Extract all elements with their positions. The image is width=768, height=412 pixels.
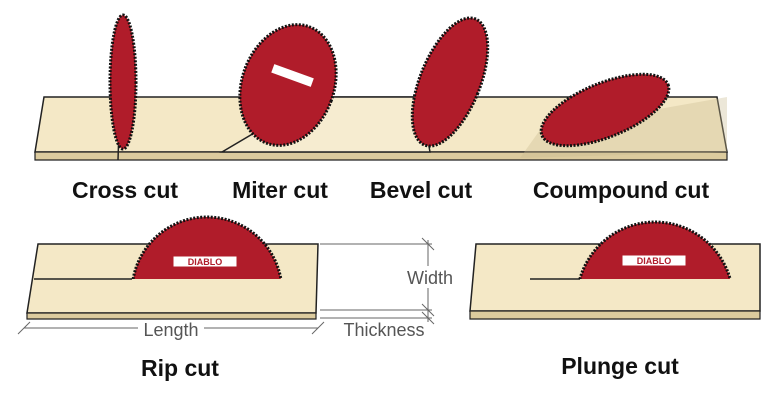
label-bevel-cut: Bevel cut <box>370 177 473 203</box>
plunge-cut-blade: DIABLO <box>578 220 732 279</box>
compound-cut-blade <box>539 72 671 148</box>
cross-cut-blade <box>108 13 138 151</box>
miter-cut-blade <box>238 23 338 147</box>
label-rip-cut: Rip cut <box>141 355 219 381</box>
width-label: Width <box>407 268 453 288</box>
label-cross-cut: Cross cut <box>72 177 178 203</box>
thickness-label: Thickness <box>343 320 424 340</box>
label-compound-cut: Coumpound cut <box>533 177 710 203</box>
blade-logo: DIABLO <box>188 257 223 267</box>
rip-cut-blade: DIABLO <box>131 215 283 279</box>
length-label: Length <box>143 320 198 340</box>
bevel-cut-blade <box>410 16 490 148</box>
blade-logo: DIABLO <box>637 256 672 266</box>
label-plunge-cut: Plunge cut <box>561 353 679 379</box>
label-miter-cut: Miter cut <box>232 177 328 203</box>
